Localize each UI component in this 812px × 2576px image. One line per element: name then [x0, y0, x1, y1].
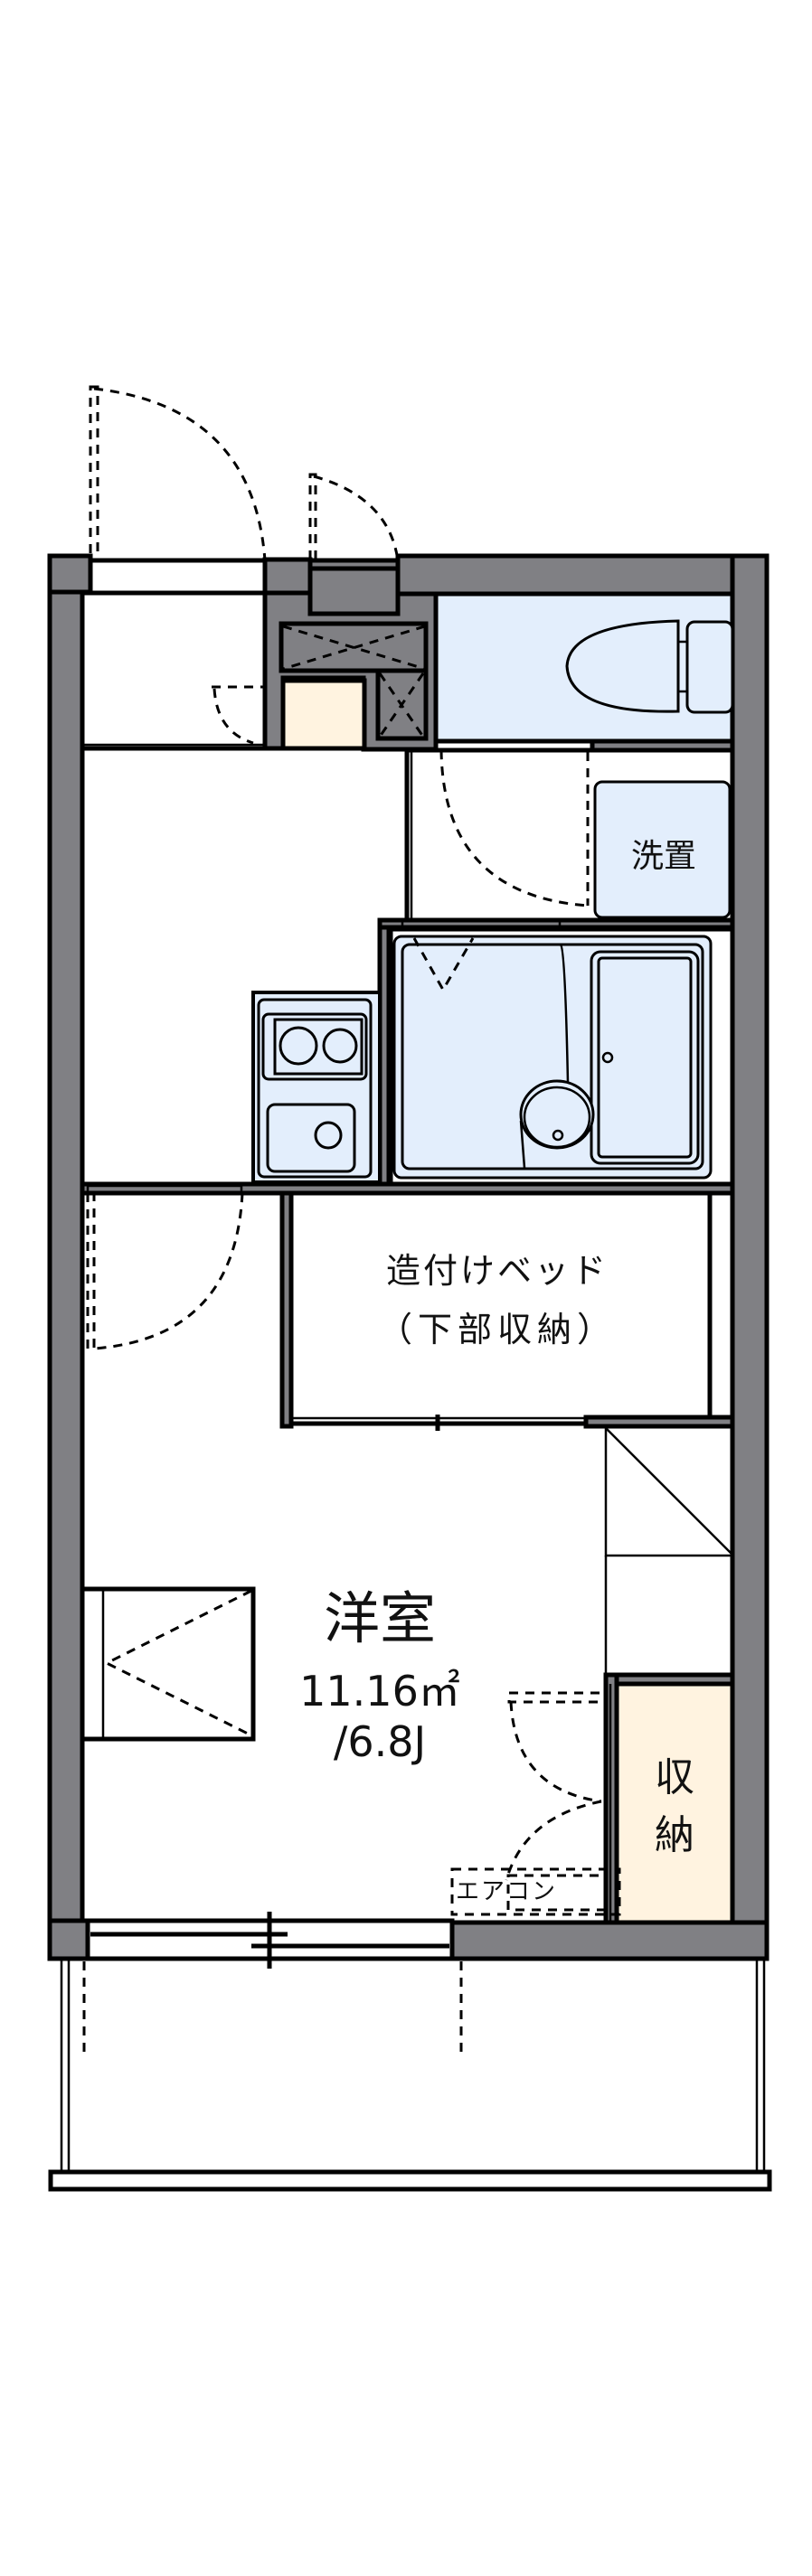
balcony-window [85, 1912, 455, 1969]
washer-space [593, 780, 732, 919]
burner-left [279, 1026, 318, 1066]
outer-walls [47, 553, 770, 1961]
air-conditioner-outline [450, 1867, 621, 1916]
closet-label-line2: 納 [655, 1812, 694, 1858]
washer-space-label: 洗置 [630, 838, 696, 875]
balcony-railing [48, 2169, 772, 2192]
kitchen-counter [251, 991, 382, 1184]
upper-shelf [604, 1424, 734, 1677]
burner-right [322, 1028, 358, 1064]
toilet-room [433, 591, 735, 753]
washroom [404, 747, 732, 920]
under-storage-label: （下部収納） [377, 1310, 617, 1349]
closet-label: 収 納 [624, 1749, 725, 1865]
built-in-bed [279, 1190, 735, 1431]
bathroom [377, 917, 735, 1192]
room-name-label: 洋室 [323, 1585, 436, 1651]
shower-basin [519, 1079, 595, 1150]
shoe-cabinet [280, 678, 367, 751]
toilet-tank [685, 620, 734, 714]
toilet-bowl [565, 619, 680, 713]
room-area-label: 11.16㎡ [299, 1667, 460, 1716]
closet [505, 1672, 735, 1925]
meter-box-door-swing [308, 473, 400, 562]
entry-area [80, 590, 269, 751]
room-size-jo-label: /6.8J [333, 1717, 427, 1766]
built-in-bed-label: 造付けベッド [385, 1251, 609, 1291]
sink [266, 1103, 356, 1173]
balcony [48, 1959, 772, 2192]
entrance-door-swing [89, 385, 267, 562]
room-fixture-box [80, 1586, 256, 1742]
air-conditioner-label: エアコン [456, 1878, 558, 1905]
closet-label-line1: 収 [655, 1754, 694, 1800]
